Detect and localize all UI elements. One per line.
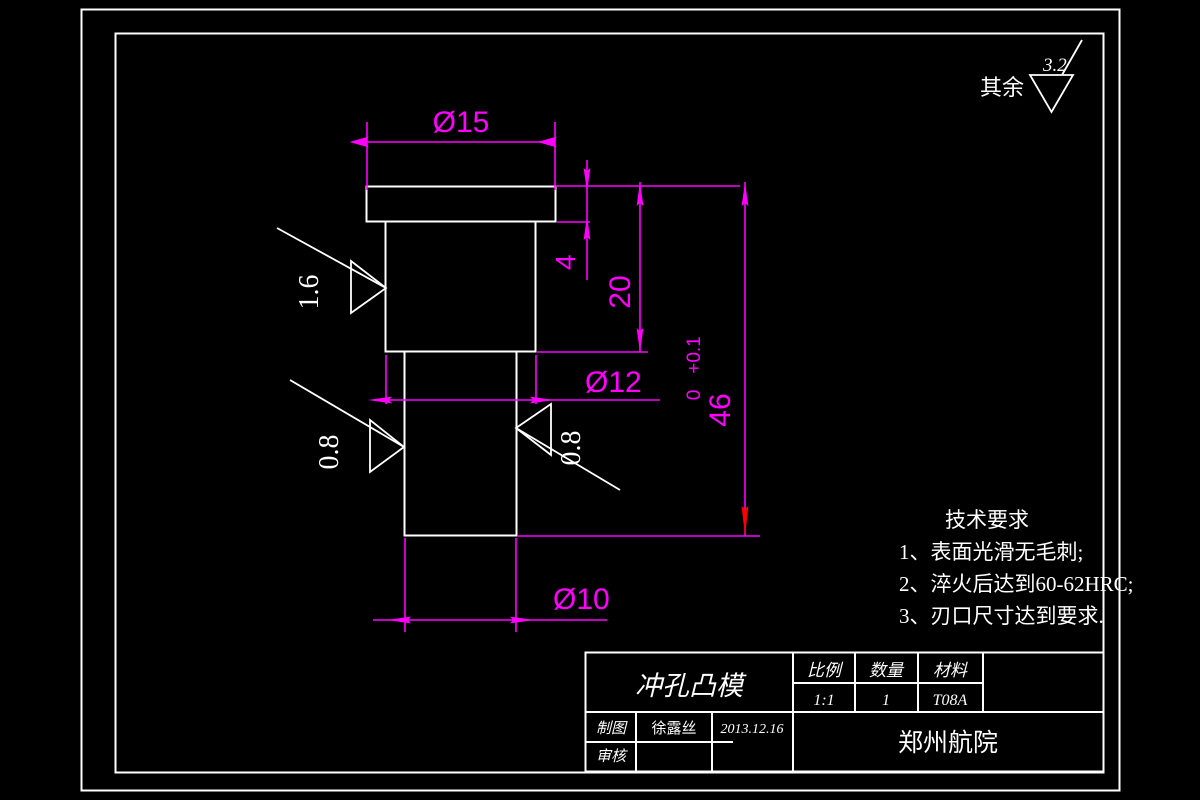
roughness-value-ra08-left: 0.8 xyxy=(314,435,345,470)
title-block-drawn-label: 制图 xyxy=(596,720,628,737)
dim-label-dia12: Ø12 xyxy=(585,366,642,399)
dim-label-20: 20 xyxy=(604,275,637,308)
title-block-organization: 郑州航院 xyxy=(898,729,998,757)
leader-line-ra08-left xyxy=(289,379,405,448)
general-roughness-label: 其余 xyxy=(980,75,1024,100)
tech-notes-title: 技术要求 xyxy=(945,508,1029,532)
dim-tolerance-46-upper: +0.1 xyxy=(684,336,705,374)
surface-finish-ra08-left: 0.8 xyxy=(289,379,406,474)
dim-label-46: 46 xyxy=(704,393,737,426)
arrow-46-top xyxy=(741,182,749,206)
outer-border xyxy=(80,8,1121,792)
roughness-triangle-ra08-right xyxy=(514,402,552,457)
arrow-dia10-right xyxy=(510,616,534,624)
arrow-dia10-left xyxy=(387,616,411,624)
title-block-part-name: 冲孔凸模 xyxy=(635,671,747,701)
title-block-value-scale: 1:1 xyxy=(813,692,834,709)
title-block-header-scale: 比例 xyxy=(807,661,844,680)
arrow-46-bottom xyxy=(741,506,749,536)
arrow-20-top xyxy=(636,182,644,206)
arrow-dia12-right xyxy=(530,396,554,404)
tech-note-item-1: 1、表面光滑无毛刺; xyxy=(899,540,1083,564)
roughness-triangle-ra16 xyxy=(350,259,388,315)
tech-note-item-2: 2、淬火后达到60-62HRC; xyxy=(899,572,1134,596)
dim-tolerance-46-lower: 0 xyxy=(684,390,705,401)
arrow-20-bottom xyxy=(636,328,644,352)
arrow-dia12-left xyxy=(368,396,392,404)
arrow-4-bottom xyxy=(583,216,591,240)
title-block-value-material: T08A xyxy=(933,692,968,709)
surface-finish-ra16: 1.6 xyxy=(276,227,388,315)
leader-line-ra16 xyxy=(276,227,387,289)
title-block-drawn-by: 徐露丝 xyxy=(651,720,696,737)
title-block-checked-label: 审核 xyxy=(596,748,628,765)
leader-line-ra08-right xyxy=(515,427,621,491)
general-roughness-value: 3.2 xyxy=(1042,55,1067,76)
title-block-header-quantity: 数量 xyxy=(869,661,905,680)
title-block-outline xyxy=(584,651,1105,773)
dim-label-4: 4 xyxy=(550,254,581,270)
arrow-4-top xyxy=(583,168,591,192)
title-block-date: 2013.12.16 xyxy=(721,722,784,737)
surface-finish-ra08-right: 0.8 xyxy=(514,402,621,491)
title-block-header-material: 材料 xyxy=(933,661,968,680)
roughness-value-ra08-right: 0.8 xyxy=(556,431,587,466)
roughness-value-ra16: 1.6 xyxy=(294,275,325,310)
tech-note-item-3: 3、刃口尺寸达到要求. xyxy=(899,604,1104,628)
roughness-triangle-ra08-left xyxy=(369,418,406,474)
dim-label-dia10: Ø10 xyxy=(553,583,610,616)
general-roughness-symbol xyxy=(1028,39,1083,114)
title-block-value-quantity: 1 xyxy=(882,692,890,709)
dim-label-dia15: Ø15 xyxy=(433,106,490,139)
part-tip xyxy=(403,350,518,537)
